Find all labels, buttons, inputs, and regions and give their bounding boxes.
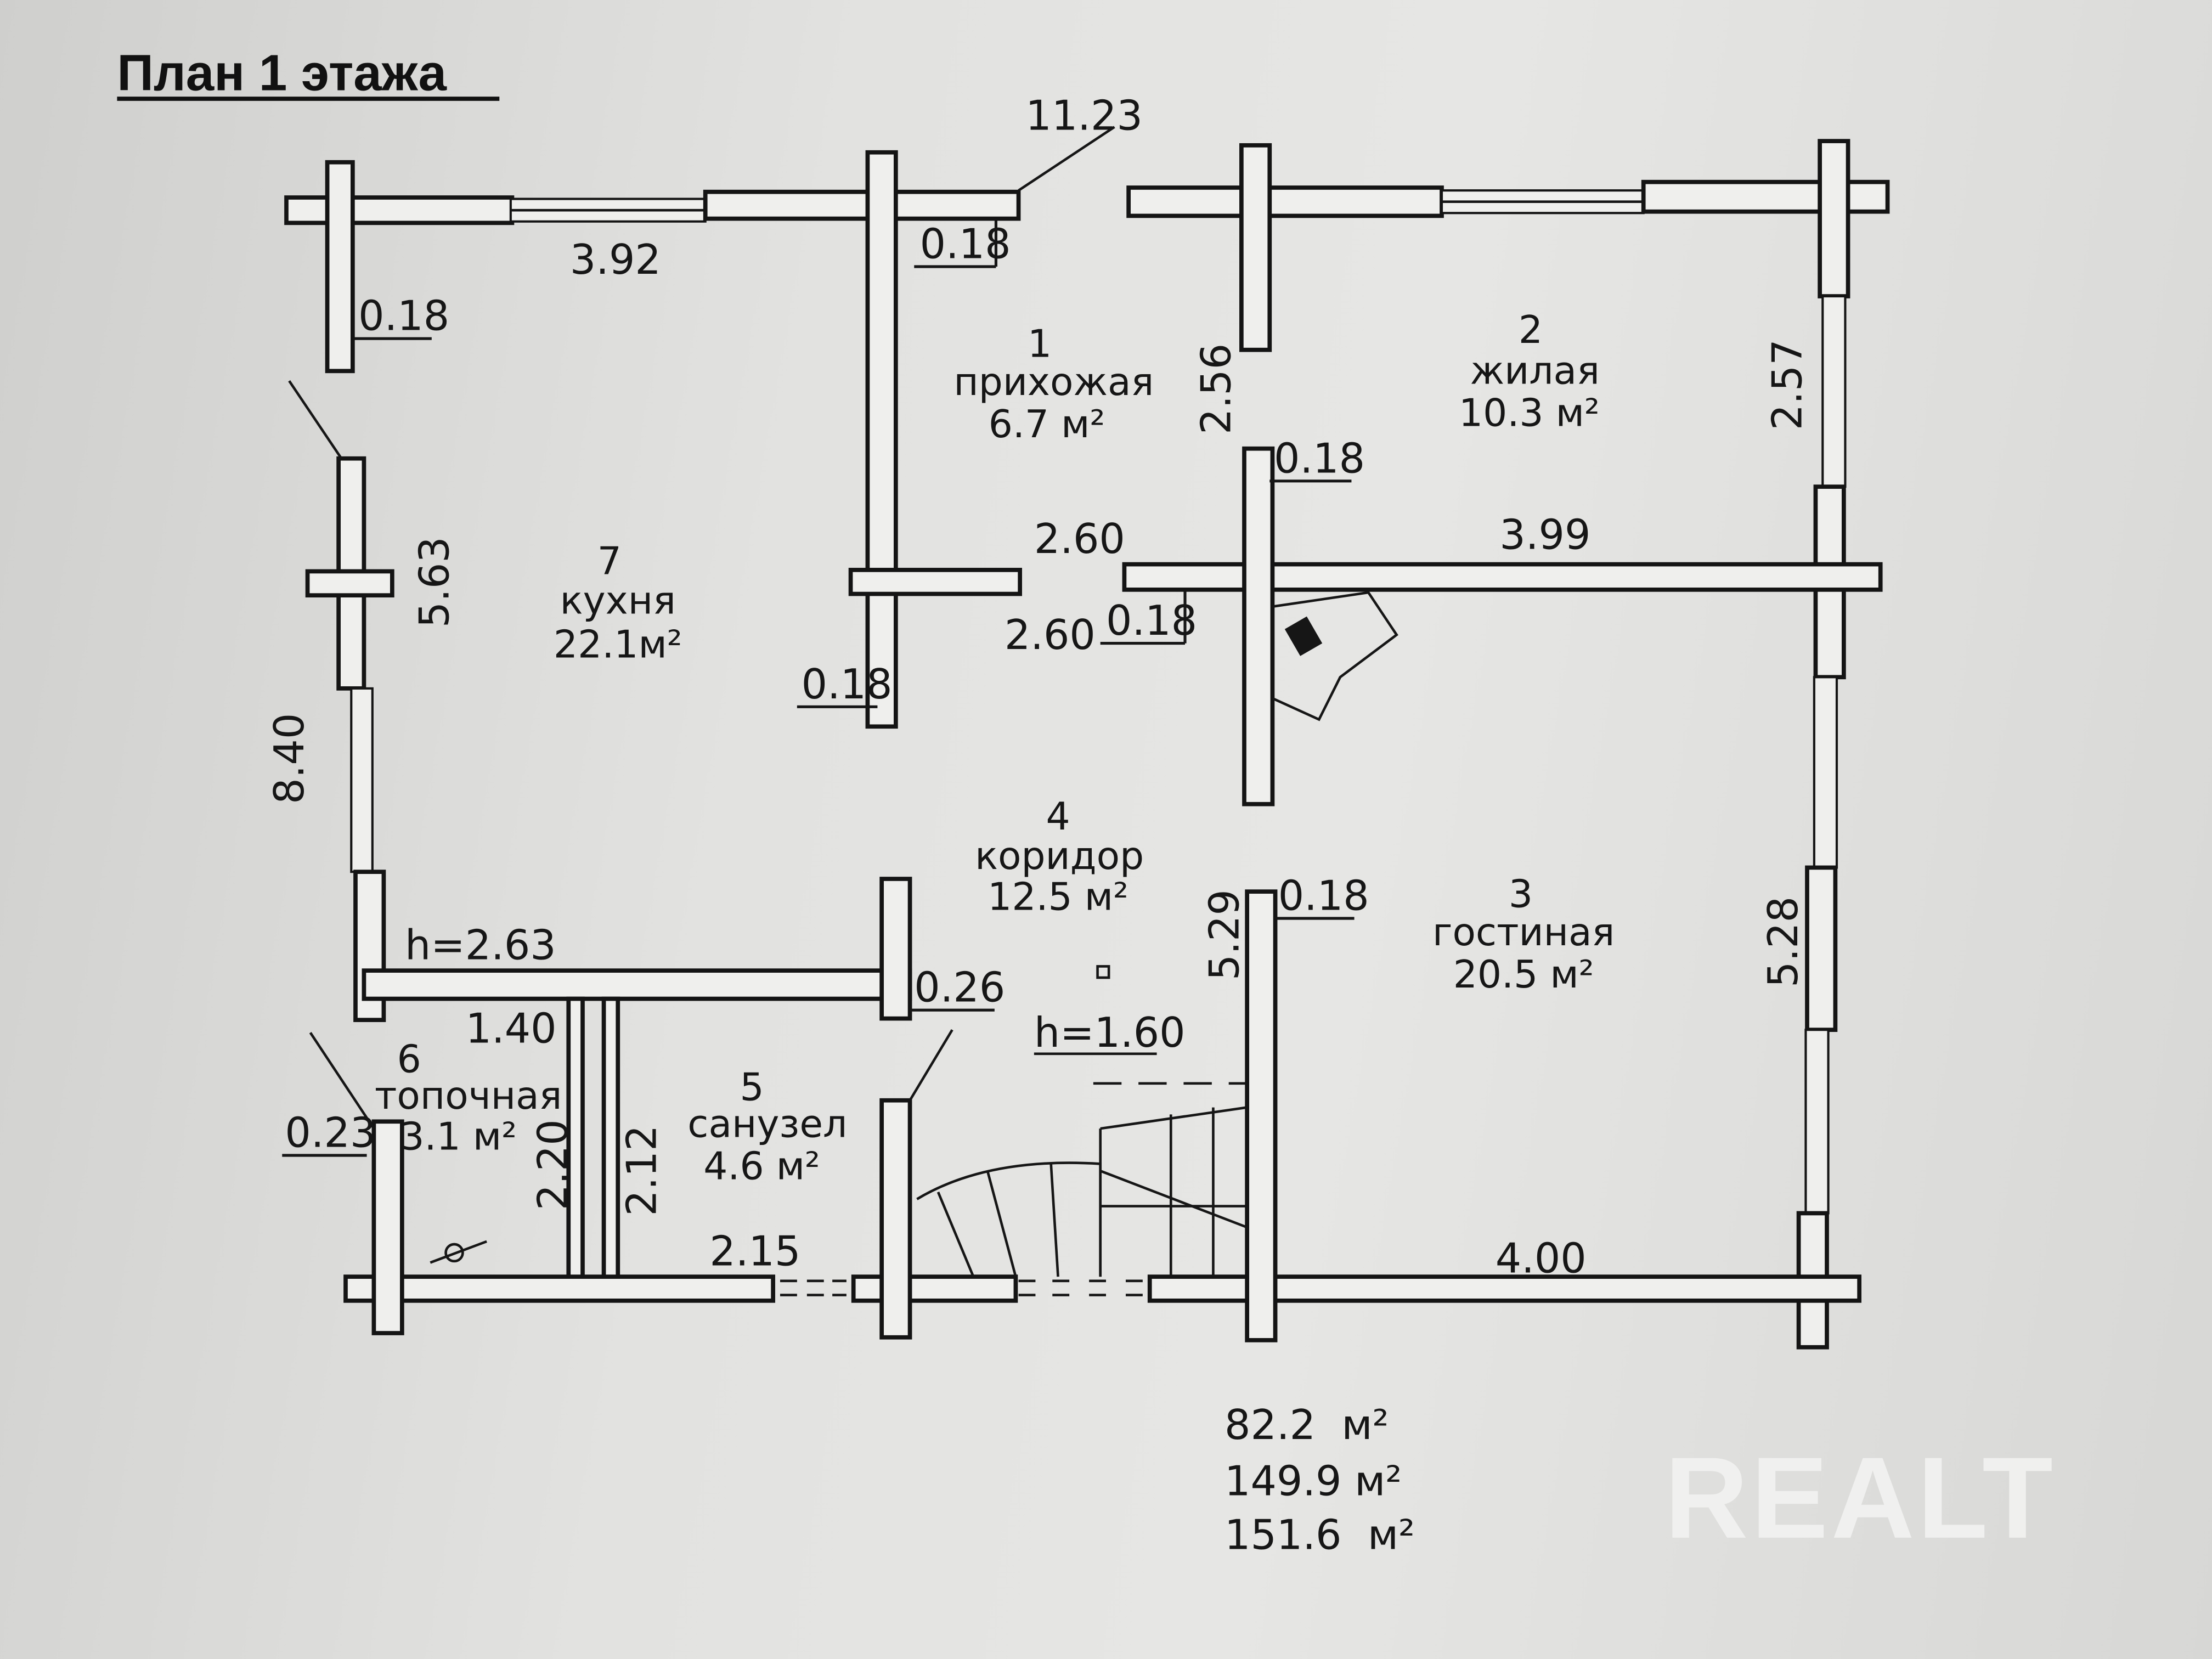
dim-lounge-depth: 5.28 <box>1759 896 1807 988</box>
column-marker <box>1096 965 1110 979</box>
svg-text:20.5 м²: 20.5 м² <box>1453 953 1594 997</box>
room-3: 3 гостиная 20.5 м² <box>1432 872 1615 997</box>
total-living-area: 82.2 м² <box>1224 1401 1389 1449</box>
room-7: 7 кухня 22.1м² <box>554 540 682 667</box>
svg-text:1: 1 <box>1028 323 1052 366</box>
dim-overall-width: 11.23 <box>1025 92 1142 140</box>
dim-lounge-width: 4.00 <box>1496 1234 1587 1282</box>
dim-hall-height: 2.56 <box>1192 343 1240 435</box>
svg-text:3: 3 <box>1509 872 1533 916</box>
svg-text:22.1м²: 22.1м² <box>554 623 682 667</box>
dim-wall: 0.26 <box>914 964 1005 1012</box>
svg-text:12.5 м²: 12.5 м² <box>988 876 1128 919</box>
svg-text:санузел: санузел <box>687 1103 847 1147</box>
total-area: 151.6 м² <box>1224 1511 1415 1559</box>
svg-text:6: 6 <box>397 1037 421 1081</box>
room-5: 5 санузел 4.6 м² <box>687 1066 847 1189</box>
dim-ceiling: h=2.63 <box>405 922 556 969</box>
room-6: 6 топочная 3.1 м² <box>375 1037 562 1159</box>
svg-text:жилая: жилая <box>1470 349 1600 393</box>
total-usable-area: 149.9 м² <box>1224 1458 1402 1505</box>
svg-text:топочная: топочная <box>375 1074 562 1118</box>
svg-text:3.1 м²: 3.1 м² <box>400 1115 517 1159</box>
dim-wall: 0.18 <box>802 661 893 708</box>
dim-boiler-width: 1.40 <box>466 1005 557 1052</box>
svg-text:коридор: коридор <box>975 834 1144 878</box>
dim-bedroom-width: 3.99 <box>1499 511 1590 558</box>
dim-wall: 0.23 <box>285 1109 376 1157</box>
svg-text:4.6 м²: 4.6 м² <box>703 1145 820 1189</box>
svg-text:гостиная: гостиная <box>1432 911 1615 955</box>
dim-living-height: 2.57 <box>1764 339 1812 430</box>
dim-hall-width: 2.60 <box>1034 515 1125 563</box>
dim-wall: 0.18 <box>358 292 449 340</box>
dimensions: 11.23 3.92 0.18 0.18 2.56 0.18 2.57 5.63… <box>266 92 1812 1283</box>
leader-lines <box>288 126 1115 1130</box>
dim-ceiling: h=1.60 <box>1034 1009 1186 1057</box>
dim-bath-width: 2.15 <box>709 1228 800 1276</box>
dim-overall-depth: 8.40 <box>266 713 313 804</box>
dim-corridor-width: 2.60 <box>1005 611 1096 659</box>
dim-bath-depth: 2.12 <box>618 1125 666 1216</box>
dim-kitchen-side: 5.63 <box>411 537 459 628</box>
svg-text:2: 2 <box>1519 308 1543 352</box>
plan-title: План 1 этажа <box>117 44 447 101</box>
dim-wall: 0.18 <box>1106 597 1197 645</box>
dim-lounge-depth: 5.29 <box>1201 889 1249 980</box>
svg-text:5: 5 <box>740 1066 764 1110</box>
svg-text:10.3 м²: 10.3 м² <box>1459 392 1600 436</box>
dim-wall: 0.18 <box>1278 872 1369 920</box>
svg-text:прихожая: прихожая <box>953 360 1154 404</box>
dim-wall: 0.18 <box>1274 435 1365 482</box>
room-1: 1 прихожая 6.7 м² <box>953 323 1154 447</box>
stove-icon <box>1272 591 1398 721</box>
dim-boiler-depth: 2.20 <box>529 1119 577 1210</box>
svg-text:7: 7 <box>597 540 622 584</box>
svg-text:4: 4 <box>1046 795 1070 839</box>
svg-text:кухня: кухня <box>560 579 676 623</box>
walls <box>284 139 1890 1350</box>
svg-text:6.7 м²: 6.7 м² <box>989 403 1105 447</box>
room-2: 2 жилая 10.3 м² <box>1459 308 1600 436</box>
staircase <box>916 1052 1248 1278</box>
area-totals: 82.2 м² 149.9 м² 151.6 м² <box>1224 1401 1415 1559</box>
room-4: 4 коридор 12.5 м² <box>975 795 1144 919</box>
boiler-icon <box>430 1240 487 1264</box>
watermark-logo: REALT <box>1664 1433 2056 1562</box>
dim-kitchen-top: 3.92 <box>570 236 661 284</box>
